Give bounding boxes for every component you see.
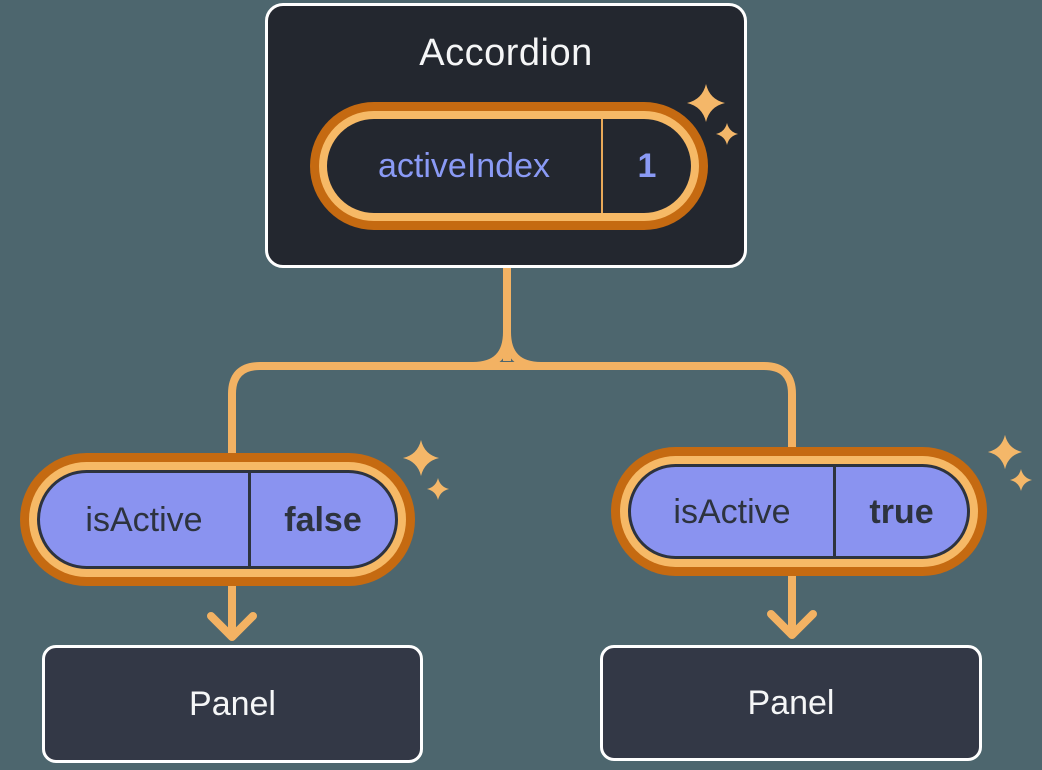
panel-component-box: Panel — [42, 645, 423, 763]
arrow-down-icon — [767, 610, 817, 639]
pill-core: activeIndex 1 — [327, 119, 691, 213]
state-pill-activeindex: activeIndex 1 — [310, 102, 708, 230]
arrow-down-icon — [207, 612, 257, 641]
pill-core: isActive true — [628, 464, 970, 559]
pill-divider — [248, 473, 251, 566]
prop-value: true — [869, 492, 934, 531]
pill-core: isActive false — [37, 470, 398, 569]
pill-inner-ring: activeIndex 1 — [319, 111, 699, 221]
pill-divider — [601, 119, 603, 213]
component-name: Panel — [747, 683, 835, 722]
state-label: activeIndex — [378, 147, 550, 185]
branch-line — [228, 362, 796, 633]
pill-divider — [833, 467, 836, 556]
prop-label: isActive — [85, 500, 203, 539]
panel-component-box: Panel — [600, 645, 982, 761]
component-name: Accordion — [419, 32, 593, 74]
junction-fillet-left — [472, 331, 511, 370]
pill-inner-ring: isActive false — [29, 462, 406, 577]
state-value: 1 — [637, 147, 657, 185]
prop-value: false — [284, 500, 362, 539]
pill-inner-ring: isActive true — [620, 456, 978, 567]
prop-label: isActive — [673, 492, 791, 531]
prop-pill-isactive-true: isActive true — [611, 447, 987, 576]
component-name: Panel — [189, 684, 276, 723]
junction-fillet-right — [503, 331, 542, 370]
prop-pill-isactive-false: isActive false — [20, 453, 415, 586]
